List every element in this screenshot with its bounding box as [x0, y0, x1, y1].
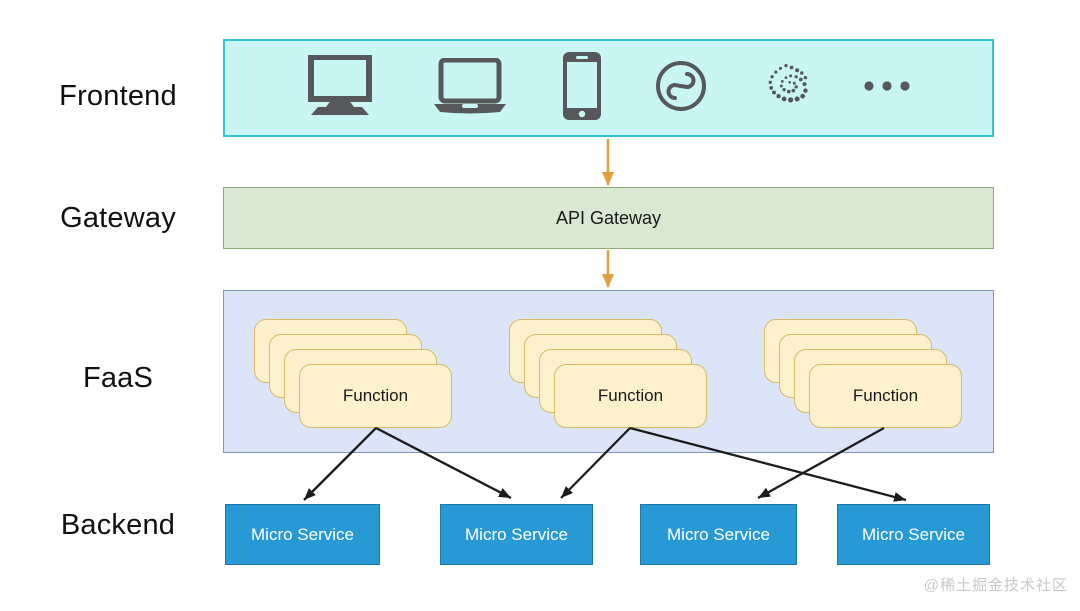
- layer-label-faas: FaaS: [82, 362, 154, 394]
- mini-program-icon: [654, 59, 708, 118]
- faas-container-box: Function Function Function: [223, 290, 994, 453]
- micro-service-box-3: Micro Service: [640, 504, 797, 565]
- api-gateway-box: API Gateway: [223, 187, 994, 249]
- function-stack-2: Function: [509, 319, 709, 431]
- micro-service-label: Micro Service: [862, 524, 965, 544]
- function-stack-3: Function: [764, 319, 964, 431]
- micro-service-label: Micro Service: [667, 524, 770, 544]
- function-card-front: Function: [554, 364, 707, 428]
- layer-label-backend: Backend: [60, 509, 176, 541]
- function-label: Function: [852, 386, 919, 405]
- function-card-front: Function: [809, 364, 962, 428]
- micro-service-box-2: Micro Service: [440, 504, 593, 565]
- function-stack-1: Function: [254, 319, 454, 431]
- smartphone-icon: [563, 51, 602, 125]
- ellipsis-icon: [863, 79, 911, 97]
- iota-tangle-icon: [761, 61, 811, 116]
- laptop-icon: [430, 57, 510, 119]
- api-gateway-label: API Gateway: [555, 207, 662, 228]
- frontend-clients-box: [223, 39, 994, 137]
- layer-label-frontend: Frontend: [59, 80, 177, 112]
- function-label: Function: [342, 386, 409, 405]
- micro-service-box-4: Micro Service: [837, 504, 990, 565]
- function-card-front: Function: [299, 364, 452, 428]
- watermark: @稀土掘金技术社区: [923, 577, 1068, 594]
- micro-service-box-1: Micro Service: [225, 504, 380, 565]
- layer-label-gateway: Gateway: [60, 202, 176, 234]
- micro-service-label: Micro Service: [465, 524, 568, 544]
- desktop-monitor-icon: [306, 53, 378, 122]
- micro-service-label: Micro Service: [251, 524, 354, 544]
- function-label: Function: [597, 386, 664, 405]
